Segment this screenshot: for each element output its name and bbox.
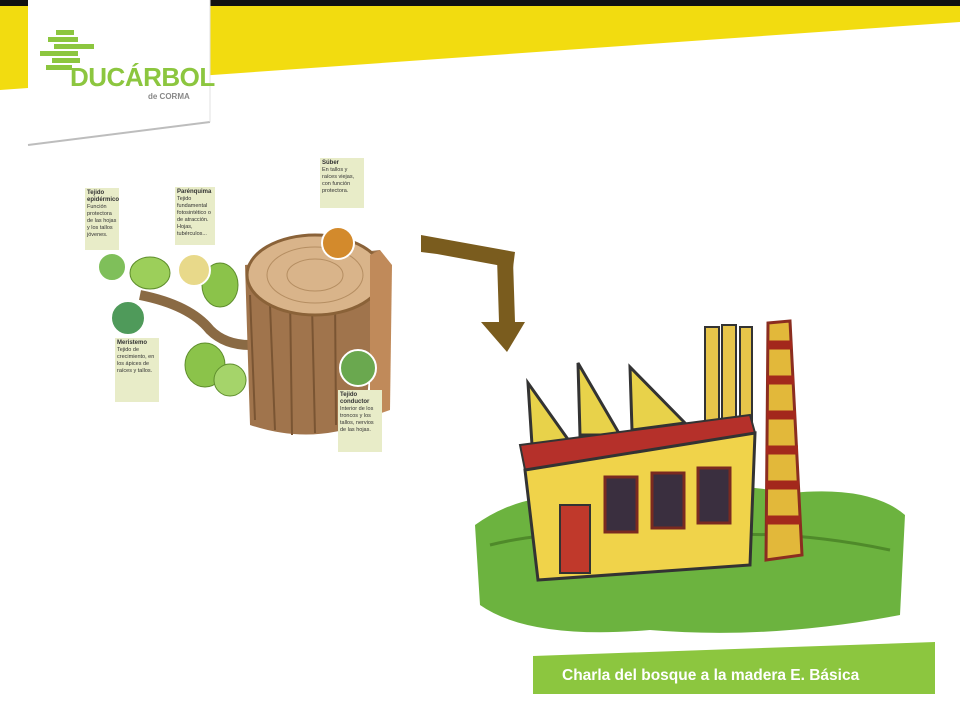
logo-wordmark: DUCÁRBOL (70, 62, 215, 92)
logo-subtitle: de CORMA (148, 92, 190, 101)
label-tejido-epidermico: Tejido epidérmico Función protectora de … (85, 188, 119, 250)
caption-band (533, 642, 935, 694)
label-parenquima: Parénquima Tejido fundamental fotosintét… (175, 187, 215, 245)
top-yellow-band (0, 0, 960, 90)
slide-caption: Charla del bosque a la madera E. Básica (562, 667, 860, 684)
tree-tissue-illustration: Tejido epidérmico Función protectora de … (80, 155, 400, 455)
logo-stripes-icon (40, 30, 94, 70)
label-tejido-conductor: Tejido conductor Interior de los troncos… (338, 390, 382, 452)
down-arrow-icon (421, 235, 525, 352)
factory-drawing (475, 319, 905, 633)
label-suber: Súber En tallos y raíces viejas, con fun… (320, 158, 364, 208)
tree-trunk-image (97, 226, 392, 436)
label-meristemo: Meristemo Tejido de crecimiento, en los … (115, 338, 159, 402)
